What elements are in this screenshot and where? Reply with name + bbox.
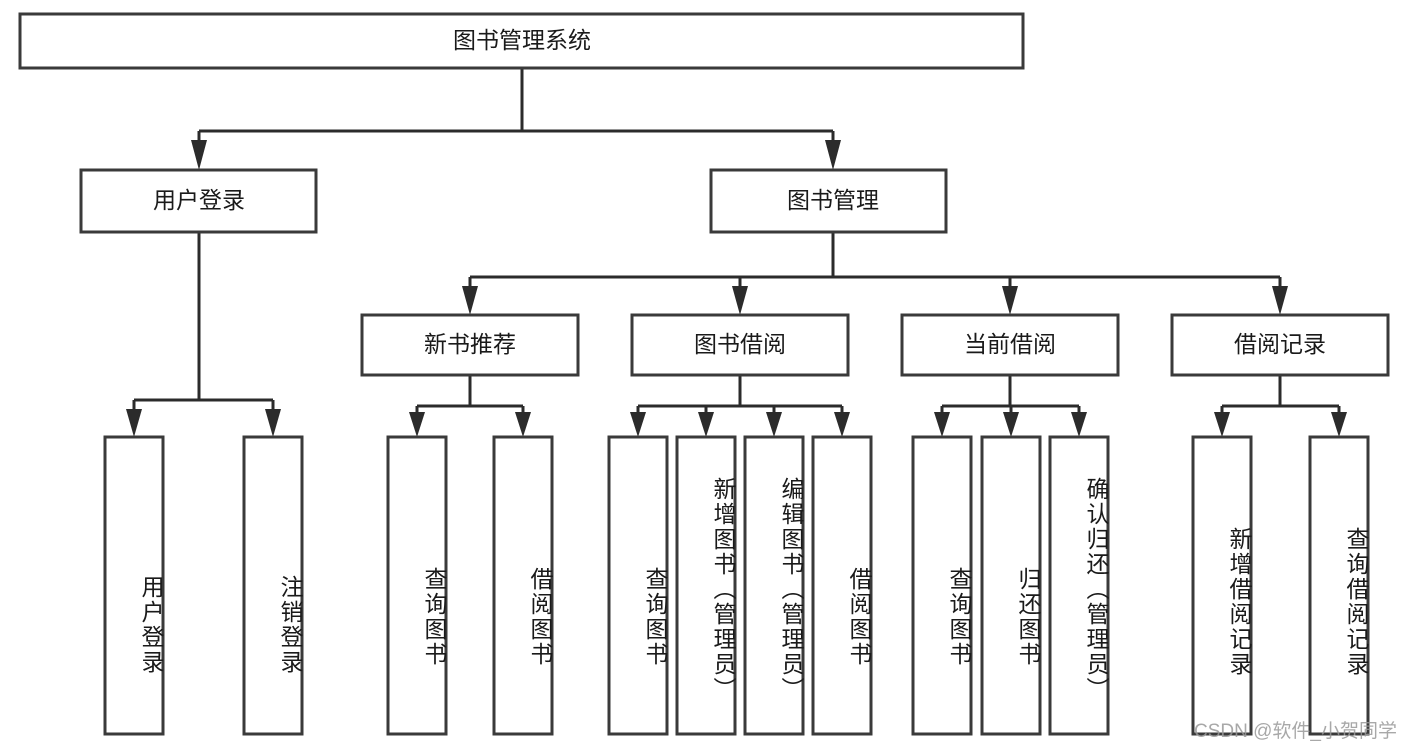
node-borrow-record-box[interactable] <box>1170 313 1390 377</box>
leaf-book-borrow-borrow-box[interactable] <box>811 435 873 736</box>
arrow-head-icon <box>825 140 841 170</box>
leaf-new-book-borrow-box[interactable] <box>492 435 554 736</box>
arrow-head-icon <box>191 140 207 170</box>
arrow-head-icon <box>698 412 714 437</box>
arrow-head-icon <box>1272 286 1288 315</box>
arrow-head-icon <box>409 412 425 437</box>
leaf-current-borrow-confirm-box[interactable] <box>1048 435 1110 736</box>
node-user-login-box[interactable] <box>79 168 318 234</box>
arrow-head-icon <box>515 412 531 437</box>
arrow-head-icon <box>126 409 142 437</box>
leaf-borrow-record-add-box[interactable] <box>1191 435 1253 736</box>
connector-bookmgmt-to-level3 <box>462 232 1288 315</box>
node-borrow-record-label: 借阅记录 <box>1234 331 1326 357</box>
leaf-current-borrow-return-box[interactable] <box>980 435 1042 736</box>
leaf-user-login-login-box[interactable] <box>103 435 165 736</box>
connector-root-to-level2 <box>191 68 841 170</box>
arrow-head-icon <box>1002 286 1018 315</box>
arrow-head-icon <box>1331 412 1347 437</box>
connector-bookborrow-to-leaves <box>630 375 850 437</box>
arrow-head-icon <box>766 412 782 437</box>
leaf-user-login-logout-box[interactable] <box>242 435 304 736</box>
arrow-head-icon <box>1071 412 1087 437</box>
node-current-borrow-box[interactable] <box>900 313 1120 377</box>
node-root-label: 图书管理系统 <box>453 27 591 53</box>
leaf-new-book-query-box[interactable] <box>386 435 448 736</box>
node-book-management-box[interactable] <box>709 168 948 234</box>
arrow-head-icon <box>1214 412 1230 437</box>
connector-userlogin-to-leaves <box>126 232 281 437</box>
connector-currentborrow-to-leaves <box>934 375 1087 437</box>
leaf-book-borrow-add-box[interactable] <box>675 435 737 736</box>
csdn-watermark: CSDN @软件_小贺同学 <box>1194 721 1397 742</box>
arrow-head-icon <box>934 412 950 437</box>
arrow-head-icon <box>1003 412 1019 437</box>
node-root-box[interactable] <box>18 12 1025 70</box>
connector-borrowrecord-to-leaves <box>1214 375 1347 437</box>
leaf-borrow-record-query-box[interactable] <box>1308 435 1370 736</box>
node-book-borrow-box[interactable] <box>630 313 850 377</box>
node-new-book-box[interactable] <box>360 313 580 377</box>
connector-newbook-to-leaves <box>409 375 531 437</box>
arrow-head-icon <box>732 286 748 315</box>
leaf-book-borrow-query-box[interactable] <box>607 435 669 736</box>
node-new-book-label: 新书推荐 <box>424 331 516 357</box>
node-book-borrow-label: 图书借阅 <box>694 331 786 357</box>
node-user-login-label: 用户登录 <box>153 187 245 213</box>
arrow-head-icon <box>265 409 281 437</box>
node-current-borrow-label: 当前借阅 <box>964 331 1056 357</box>
arrow-head-icon <box>834 412 850 437</box>
arrow-head-icon <box>462 286 478 315</box>
arrow-head-icon <box>630 412 646 437</box>
node-book-management-label: 图书管理 <box>787 187 879 213</box>
leaf-current-borrow-query-box[interactable] <box>911 435 973 736</box>
leaf-book-borrow-edit-box[interactable] <box>743 435 805 736</box>
